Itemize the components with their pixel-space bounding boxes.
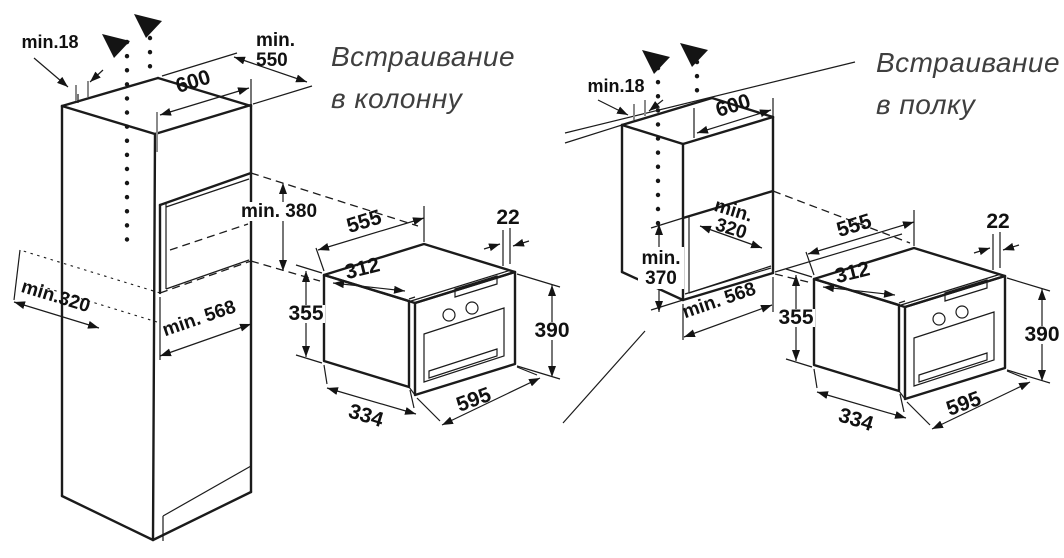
- dim-label-rear-depth: min.320: [19, 276, 93, 317]
- right-oven-drawing: [777, 210, 1061, 429]
- niche-top-edge: [158, 171, 253, 207]
- dim-label-oven-front-height: 390: [1024, 323, 1059, 346]
- dim-label-oven-front-height: 390: [534, 319, 569, 342]
- left-title-line1: Встраивание: [331, 41, 516, 72]
- vent-arrow-icon: [642, 50, 670, 74]
- left-ventilation-arrows: [102, 14, 162, 255]
- dim-label-top-gap: min.18: [587, 76, 644, 96]
- plinth-edge: [162, 465, 252, 517]
- dim-label-oven-front-overhang: 22: [496, 206, 519, 229]
- dim-label-oven-body-height: 355: [778, 306, 813, 329]
- vent-arrow-icon: [134, 14, 162, 38]
- left-title-line2: в колонну: [331, 83, 463, 114]
- dim-label-niche-width: min. 568: [160, 296, 239, 341]
- right-ventilation-arrows: [642, 43, 708, 229]
- dim-label-oven-top-depth: 555: [344, 206, 385, 238]
- dim-label-depth-value: 550: [256, 50, 288, 71]
- left-diagram-title: Встраивание в колонну: [331, 36, 515, 120]
- right-dimensions: min.18 600 min. 320 min. 370 min. 568: [587, 76, 774, 340]
- left-oven-drawing: [287, 206, 571, 425]
- dim-label-oven-body-depth: 334: [346, 400, 387, 432]
- dim-label-oven-front-width: 595: [943, 387, 984, 421]
- dim-label-niche-height-min: min.: [641, 248, 680, 269]
- dim-label-oven-body-height: 355: [288, 302, 323, 325]
- vent-arrow-icon: [680, 43, 708, 67]
- right-title-line2: в полку: [876, 89, 976, 120]
- vent-arrow-icon: [102, 34, 130, 58]
- dim-label-top-gap: min.18: [21, 32, 78, 52]
- dim-label-oven-body-depth: 334: [836, 404, 877, 436]
- dim-label-oven-inner-depth: 312: [833, 257, 873, 288]
- dim-label-niche-height-value: 370: [645, 268, 677, 289]
- left-oven-labels: 555 312 22 390 355 334 595: [288, 206, 569, 432]
- right-diagram-title: Встраивание в полку: [876, 42, 1060, 126]
- niche-top-edge: [681, 189, 775, 220]
- dim-label-oven-inner-depth: 312: [343, 253, 383, 284]
- dim-label-niche-height: min. 380: [241, 201, 317, 222]
- dim-label-oven-top-depth: 555: [834, 210, 875, 242]
- dim-label-oven-front-overhang: 22: [986, 210, 1009, 233]
- dim-label-oven-front-width: 595: [453, 383, 494, 417]
- dim-label-niche-width: min. 568: [680, 278, 759, 323]
- dim-label-depth-min: min.: [256, 30, 295, 51]
- left-cabinet-drawing: [13, 76, 419, 542]
- right-title-line1: Встраивание: [876, 47, 1061, 78]
- right-oven-labels: 555 312 22 390 355 334 595: [778, 210, 1059, 436]
